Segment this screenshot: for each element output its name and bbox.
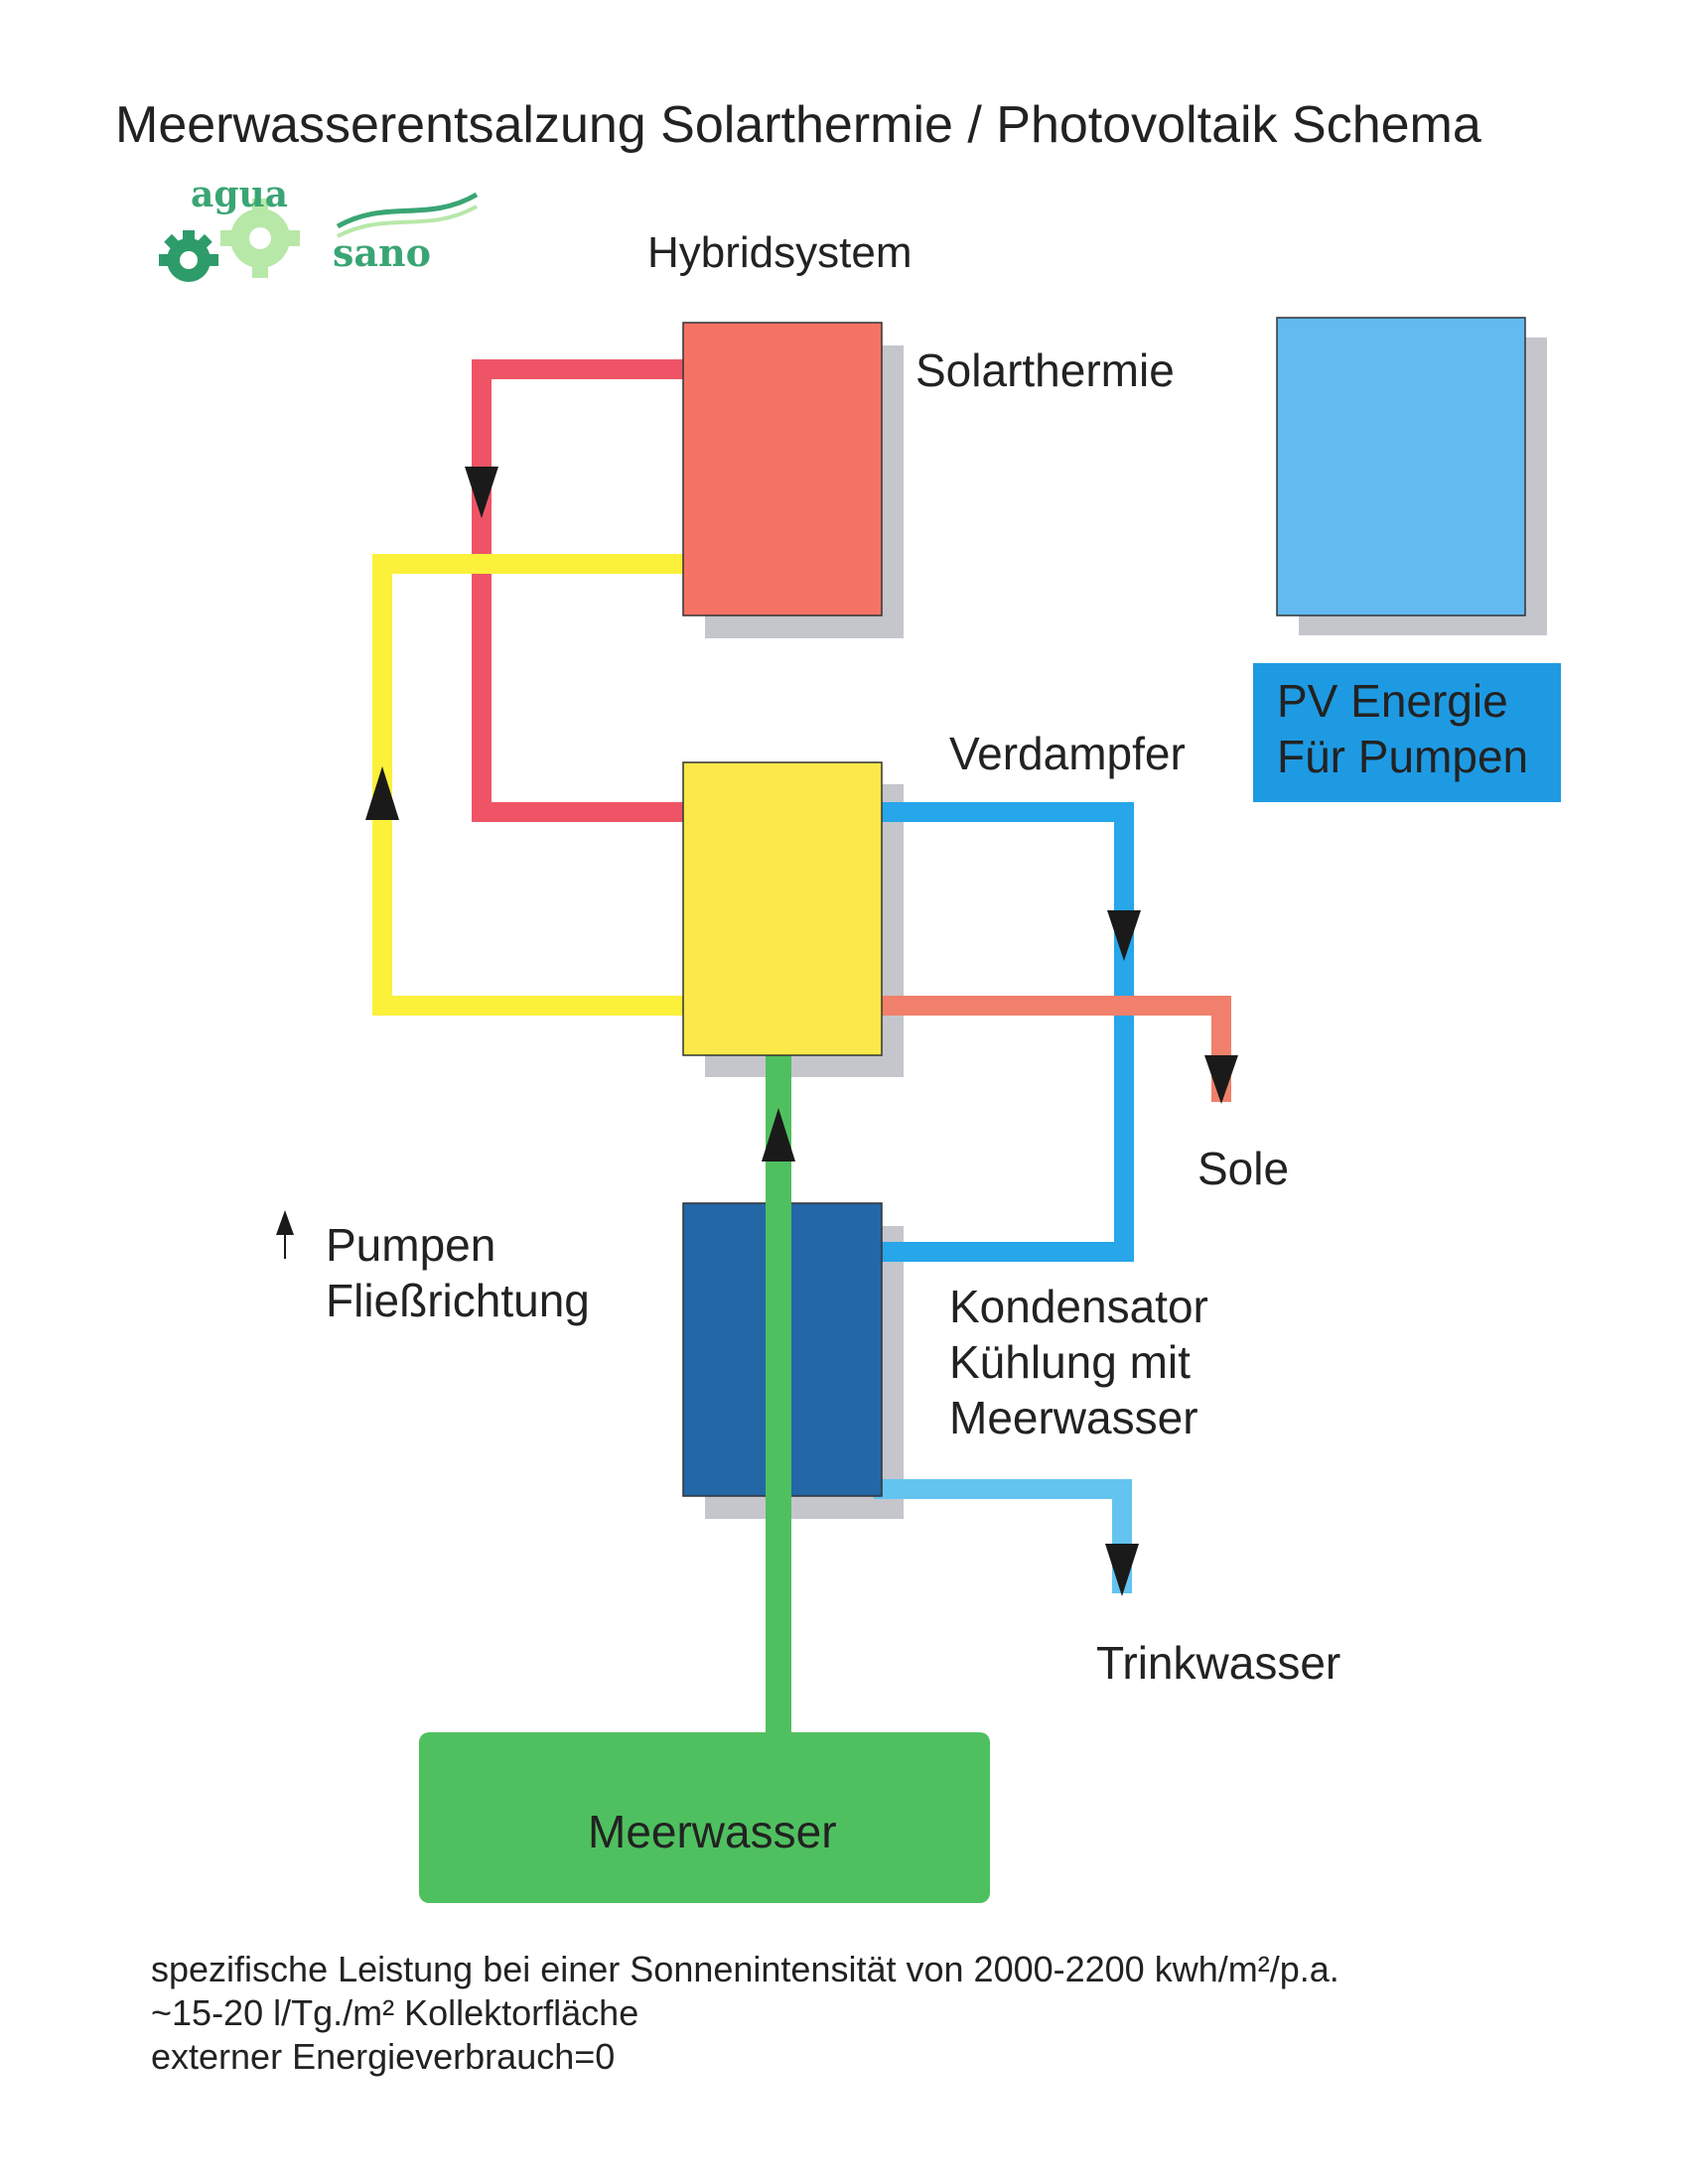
yellow-loop-pipe xyxy=(372,554,683,1016)
hybrid-system-label: Hybridsystem xyxy=(647,228,913,277)
pump-flow-legend: Pumpen Fließrichtung xyxy=(326,1217,590,1328)
sole-output-pipe xyxy=(874,996,1231,1102)
kondensator-label: Kondensator Kühlung mit Meerwasser xyxy=(949,1279,1208,1445)
agua-sano-logo: agua sano xyxy=(159,174,479,282)
pv-label-line-1: PV Energie xyxy=(1277,675,1508,727)
meerwasser-tank-label: Meerwasser xyxy=(588,1806,837,1857)
pv-energy-label: PV Energie Für Pumpen xyxy=(1253,663,1561,802)
logo-wave xyxy=(336,192,479,229)
arrow-up-icon xyxy=(365,766,399,820)
trinkwasser-output-pipe xyxy=(874,1479,1132,1593)
solarthermie-label: Solarthermie xyxy=(915,344,1175,396)
footer-line-1: spezifische Leistung bei einer Sonnenint… xyxy=(151,1949,1339,1989)
legend-line-2: Fließrichtung xyxy=(326,1275,590,1326)
kondensator-line-2: Kühlung mit xyxy=(949,1336,1191,1388)
arrow-down-icon xyxy=(1107,910,1141,961)
red-loop-pipe xyxy=(472,359,683,822)
footer-notes: spezifische Leistung bei einer Sonnenint… xyxy=(151,1948,1339,2079)
arrow-up-icon xyxy=(762,1108,795,1161)
arrow-down-icon xyxy=(1204,1055,1238,1104)
footer-line-3: externer Energieverbrauch=0 xyxy=(151,2036,616,2077)
pv-panel xyxy=(1276,317,1526,616)
trinkwasser-label: Trinkwasser xyxy=(1096,1637,1341,1689)
pv-label-line-2: Für Pumpen xyxy=(1277,731,1529,782)
page-title: Meerwasserentsalzung Solarthermie / Phot… xyxy=(115,96,1481,154)
legend-arrow-up-icon xyxy=(276,1210,294,1259)
verdampfer-label: Verdampfer xyxy=(949,728,1186,779)
logo-wave-light xyxy=(337,205,478,238)
kondensator-line-3: Meerwasser xyxy=(949,1392,1198,1443)
arrow-down-icon xyxy=(465,467,498,518)
logo-word-agua: agua xyxy=(191,174,288,215)
kondensator-line-1: Kondensator xyxy=(949,1281,1208,1332)
meerwasser-tank xyxy=(419,1732,990,1903)
blue-cooling-pipe xyxy=(874,802,1134,1262)
sole-label: Sole xyxy=(1197,1143,1290,1194)
verdampfer-box xyxy=(682,761,883,1056)
logo-word-sano: sano xyxy=(333,230,431,275)
legend-line-1: Pumpen xyxy=(326,1219,496,1271)
arrow-down-icon xyxy=(1105,1544,1139,1596)
solarthermie-collector xyxy=(682,322,883,616)
gear-icon xyxy=(159,199,300,282)
footer-line-2: ~15-20 l/Tg./m² Kollektorfläche xyxy=(151,1992,639,2033)
